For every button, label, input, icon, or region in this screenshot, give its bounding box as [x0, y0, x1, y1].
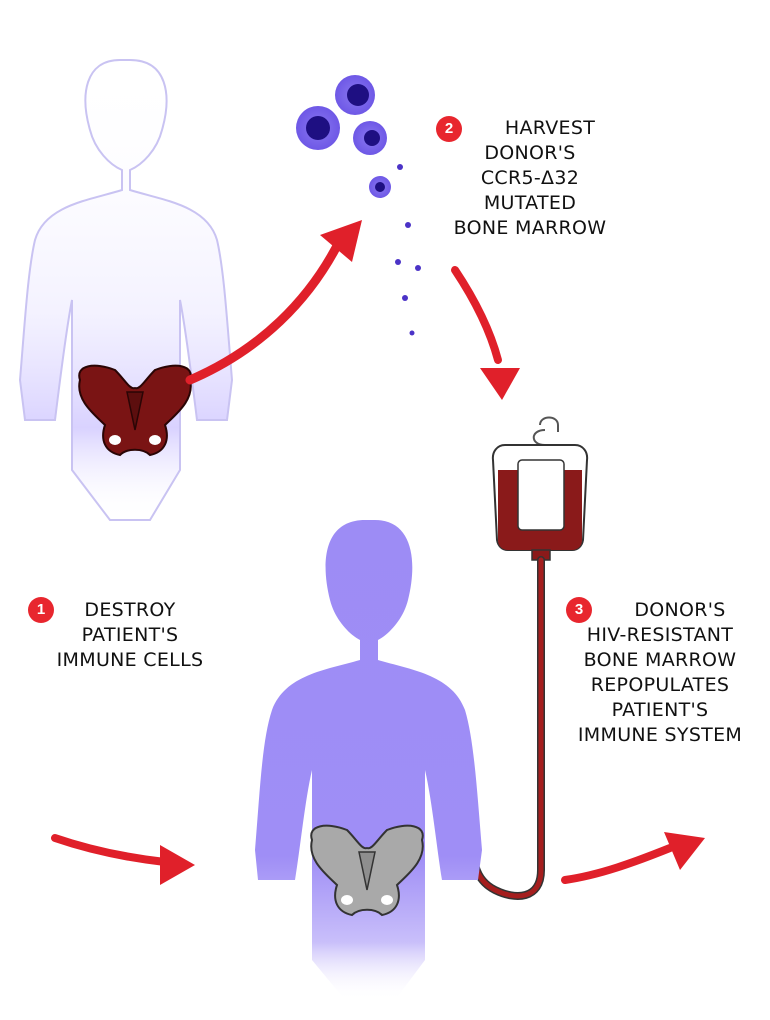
step-2-line: DONOR'S	[484, 142, 576, 164]
step-3-line: IMMUNE SYSTEM	[577, 724, 743, 746]
step-1-label: DESTROY PATIENT'S IMMUNE CELLS	[45, 598, 215, 673]
step-1-badge: 1	[28, 597, 54, 623]
step-3-line: HIV-RESISTANT	[586, 624, 734, 646]
step-1-line: IMMUNE CELLS	[56, 649, 204, 671]
step-3-badge: 3	[566, 597, 592, 623]
step-2-line: HARVEST	[504, 117, 596, 139]
arrow-outcome	[561, 832, 705, 884]
patient-pelvis	[310, 824, 424, 917]
step-3-line: REPOPULATES	[590, 674, 730, 696]
step-1-line: DESTROY	[84, 599, 176, 621]
step-3-line: BONE MARROW	[583, 649, 737, 671]
step-3-line: DONOR'S	[634, 599, 726, 621]
step-2-badge: 2	[436, 116, 462, 142]
arrow-donor-to-cells	[185, 220, 362, 385]
donor-pelvis	[78, 364, 192, 457]
step-3-line: PATIENT'S	[611, 699, 709, 721]
step-2-line: BONE MARROW	[453, 217, 607, 239]
arrow-cells-to-bag	[451, 266, 520, 400]
patient-body	[255, 520, 482, 1000]
step-2-line: MUTATED	[483, 192, 577, 214]
step-1-line: PATIENT'S	[81, 624, 179, 646]
step-2-label: HARVEST DONOR'S CCR5-Δ32 MUTATED BONE MA…	[435, 116, 625, 241]
marrow-cells	[296, 75, 421, 336]
arrow-into-patient	[51, 834, 195, 885]
step-2-line: CCR5-Δ32	[480, 167, 580, 189]
step-3-label: DONOR'S HIV-RESISTANT BONE MARROW REPOPU…	[560, 598, 760, 748]
